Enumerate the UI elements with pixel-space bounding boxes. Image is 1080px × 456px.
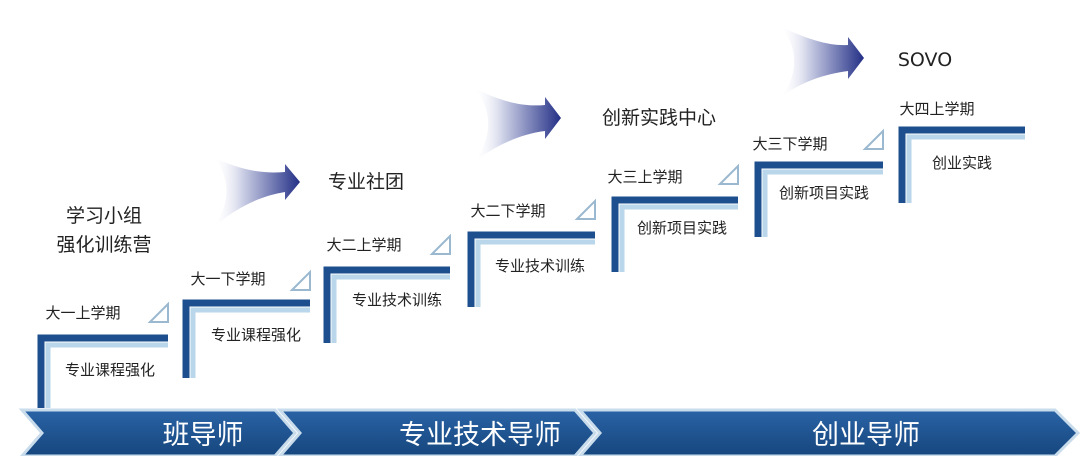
step-triangle bbox=[429, 233, 451, 255]
stair-steps: 大一上学期 专业课程强化 大一下学期 专业课程强化 大二上学期 专业技术训练 大… bbox=[37, 100, 1025, 408]
step-triangle bbox=[862, 128, 884, 150]
step-term: 大一上学期 bbox=[45, 304, 120, 322]
step-term: 大四上学期 bbox=[899, 100, 974, 118]
step-shape bbox=[898, 126, 1025, 203]
mentor-label-startup-mentor: 创业导师 bbox=[812, 420, 920, 451]
mentor-band-segment-3 bbox=[576, 408, 1080, 456]
stair-step: 大一下学期 专业课程强化 bbox=[182, 269, 311, 378]
goal-innovation-center: 创新实践中心 bbox=[602, 107, 716, 129]
goal-professional-club: 专业社团 bbox=[328, 171, 404, 193]
step-course: 创业实践 bbox=[932, 154, 992, 172]
step-course: 创新项目实践 bbox=[779, 184, 869, 202]
stair-step: 大二上学期 专业技术训练 bbox=[323, 233, 451, 343]
sweep-arrows bbox=[213, 26, 864, 228]
sweep-arrow-icon bbox=[474, 88, 561, 162]
step-shape-light bbox=[475, 239, 595, 307]
step-triangle bbox=[574, 198, 596, 220]
mentor-band-segment-1 bbox=[18, 408, 297, 456]
stair-step: 大三下学期 创新项目实践 bbox=[752, 128, 884, 237]
step-course: 专业技术训练 bbox=[352, 291, 442, 309]
goal-labels: 学习小组 强化训练营 专业社团 创新实践中心 SOVO bbox=[56, 49, 952, 256]
step-shape-light bbox=[906, 134, 1025, 203]
goal-study-group: 学习小组 bbox=[66, 205, 142, 227]
step-triangle bbox=[717, 163, 739, 185]
step-term: 大三下学期 bbox=[752, 135, 827, 153]
step-course: 创新项目实践 bbox=[637, 219, 727, 237]
step-term: 大二上学期 bbox=[326, 236, 401, 254]
step-course: 专业课程强化 bbox=[65, 361, 155, 379]
step-term: 大一下学期 bbox=[190, 270, 265, 288]
stair-step: 大四上学期 创业实践 bbox=[898, 100, 1025, 203]
goal-training-camp: 强化训练营 bbox=[56, 234, 151, 256]
stair-step: 大一上学期 专业课程强化 bbox=[37, 301, 169, 408]
step-shape bbox=[37, 334, 168, 408]
mentor-band: 班导师 专业技术导师 创业导师 bbox=[18, 408, 1080, 456]
step-shape bbox=[323, 266, 450, 343]
goal-sovo: SOVO bbox=[898, 49, 952, 71]
sweep-arrow-icon bbox=[213, 157, 300, 228]
step-term: 大三上学期 bbox=[607, 168, 682, 186]
step-triangle bbox=[147, 301, 169, 323]
stair-step: 大三上学期 创新项目实践 bbox=[607, 163, 739, 272]
step-shape-light bbox=[190, 307, 310, 378]
step-shape bbox=[611, 196, 738, 272]
step-course: 专业技术训练 bbox=[495, 257, 585, 275]
step-course: 专业课程强化 bbox=[211, 326, 301, 344]
step-shape-light bbox=[762, 169, 883, 237]
step-shape bbox=[754, 161, 883, 237]
step-shape-light bbox=[331, 274, 450, 343]
step-term: 大二下学期 bbox=[470, 202, 545, 220]
mentor-band-segment-2 bbox=[276, 408, 597, 456]
step-shape bbox=[182, 299, 310, 378]
step-shape-light bbox=[45, 342, 168, 408]
step-shape bbox=[467, 231, 595, 307]
step-shape-light bbox=[619, 204, 738, 272]
step-triangle bbox=[289, 269, 311, 291]
mentor-label-class-advisor: 班导师 bbox=[163, 420, 244, 451]
mentor-label-technical-mentor: 专业技术导师 bbox=[399, 420, 561, 451]
sweep-arrow-icon bbox=[780, 26, 864, 98]
stair-step: 大二下学期 专业技术训练 bbox=[467, 198, 596, 307]
